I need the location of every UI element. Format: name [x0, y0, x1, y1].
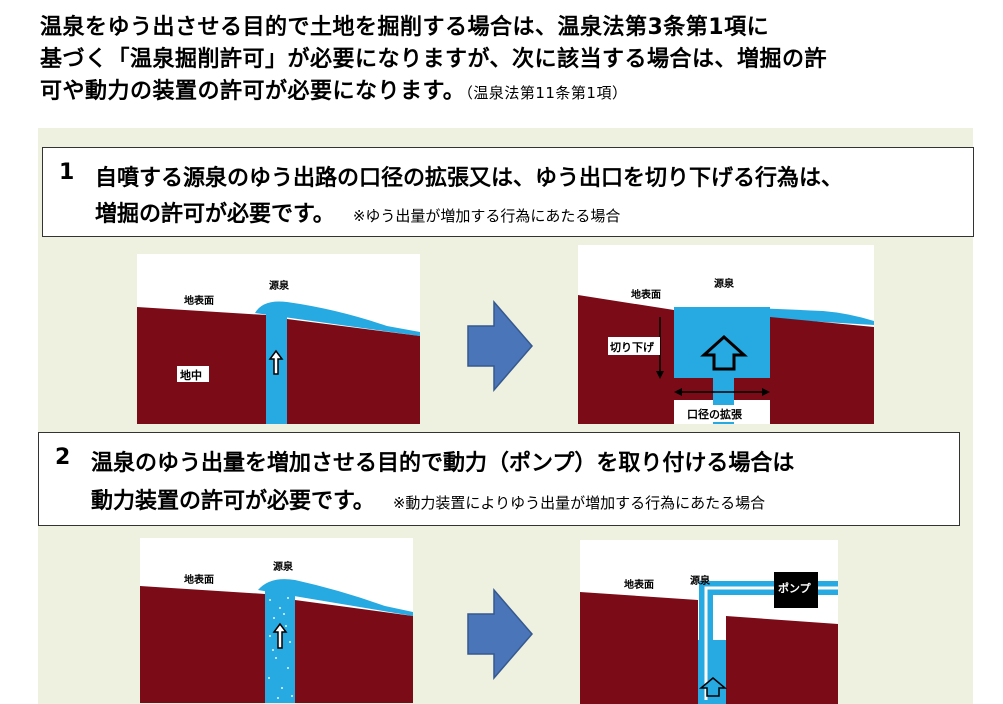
case-2-text-line-2: 動力装置の許可が必要です。 ※動力装置によりゆう出量が増加する行為にあたる場合	[91, 483, 765, 515]
label-underground: 地中	[180, 368, 202, 382]
case-2-number: 2	[55, 445, 71, 470]
case-1-text-2: 増掘の許可が必要です。	[95, 202, 335, 227]
intro-text: 温泉をゆう出させる目的で土地を掘削する場合は、温泉法第3条第1項に 基づく「温泉…	[40, 12, 990, 109]
case-1-text-line-2: 増掘の許可が必要です。 ※ゆう出量が増加する行為にあたる場合	[95, 196, 620, 228]
case-1-note: ※ゆう出量が増加する行為にあたる場合	[352, 207, 621, 225]
label-source: 源泉	[269, 279, 290, 292]
case-2-text-line-1: 温泉のゆう出量を増加させる目的で動力（ポンプ）を取り付ける場合は	[91, 451, 795, 476]
label-pump: ポンプ	[778, 581, 812, 595]
label-source-2: 源泉	[714, 277, 735, 290]
case-2-text-2: 動力装置の許可が必要です。	[91, 489, 375, 514]
intro-line-2: 基づく「温泉掘削許可」が必要になりますが、次に該当する場合は、増掘の許	[40, 47, 828, 72]
scene-2-after: ポンプ 地表面 源泉	[580, 540, 838, 704]
label-diameter-expansion: 口径の拡張	[687, 407, 743, 421]
right-arrow-icon	[467, 300, 533, 392]
case-2-note: ※動力装置によりゆう出量が増加する行為にあたる場合	[392, 494, 766, 512]
case-1-number: 1	[59, 160, 75, 185]
label-cut-down: 切り下げ	[610, 340, 655, 354]
flow-arrow-icon	[268, 349, 284, 375]
label-surface-2: 地表面	[631, 288, 661, 301]
transition-arrow-2	[467, 588, 533, 680]
scene-1-after: 切り下げ 口径の拡張 地表面 源泉	[578, 245, 874, 424]
intro-line-1: 温泉をゆう出させる目的で土地を掘削する場合は、温泉法第3条第1項に	[40, 15, 770, 40]
intro-line-3: 可や動力の装置の許可が必要になります。（温泉法第11条第1項）	[40, 76, 990, 109]
flow-arrow-icon-3	[698, 677, 728, 697]
flow-arrow-icon-2	[272, 622, 288, 649]
right-arrow-icon-2	[467, 588, 533, 680]
scene-2-before: 地表面 源泉	[140, 538, 413, 703]
label-surface: 地表面	[184, 294, 214, 307]
label-surface-4: 地表面	[624, 578, 654, 591]
big-flow-arrow-icon	[700, 334, 748, 371]
label-surface-3: 地表面	[184, 573, 214, 586]
scene-1-before: 地中 地表面 源泉	[137, 254, 420, 424]
label-source-3: 源泉	[273, 560, 294, 573]
transition-arrow-1	[467, 300, 533, 392]
case-1-box: 1 自噴する源泉のゆう出路の口径の拡張又は、ゆう出口を切り下げる行為は、 増掘の…	[42, 147, 974, 237]
label-source-4: 源泉	[690, 574, 711, 587]
intro-line-3-main: 可や動力の装置の許可が必要になります。	[40, 79, 466, 104]
case-1-text-line-1: 自噴する源泉のゆう出路の口径の拡張又は、ゆう出口を切り下げる行為は、	[95, 166, 844, 191]
intro-law-reference: （温泉法第11条第1項）	[465, 84, 628, 102]
case-2-box: 2 温泉のゆう出量を増加させる目的で動力（ポンプ）を取り付ける場合は 動力装置の…	[38, 432, 960, 526]
